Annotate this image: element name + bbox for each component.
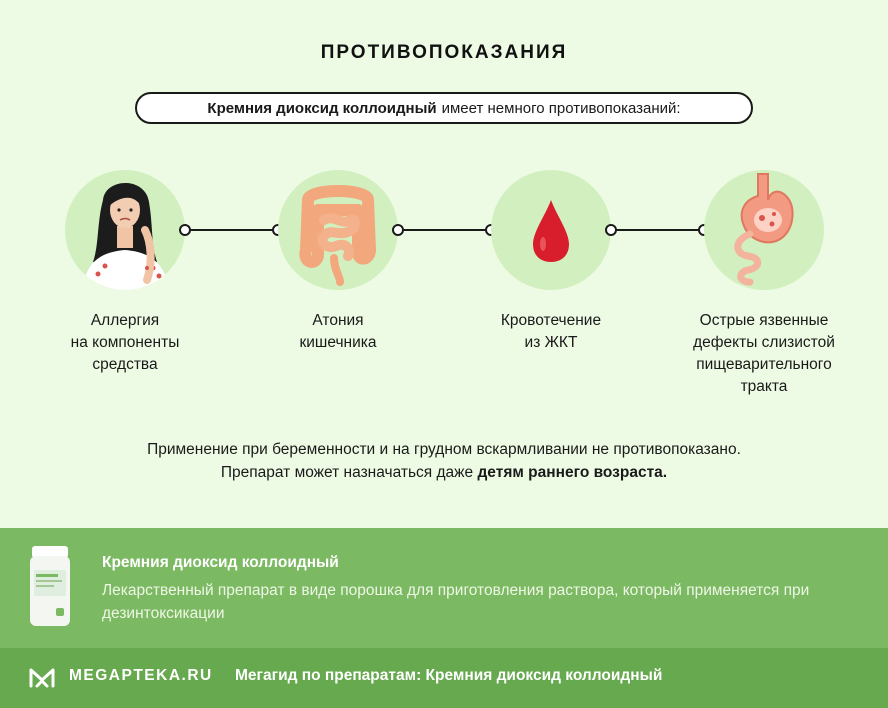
label-allergy: Аллергия на компоненты средства [70,312,180,373]
label-atony: Атония кишечника [299,312,377,351]
intro-pill: Кремния диоксид коллоидный имеет немного… [135,92,753,124]
note-line-1: Применение при беременности и на грудном… [147,441,741,458]
intro-text: имеет немного противопоказаний: [441,99,681,117]
connector-1 [179,223,284,237]
megapteka-logo-text[interactable]: MEGAPTEKA.RU [69,667,213,684]
product-description: Лекарственный препарат в виде порошка дл… [102,582,810,622]
connector-3 [605,223,710,237]
product-name: Кремния диоксид коллоидный [102,554,339,571]
label-bleeding: Кровотечение из ЖКТ [500,312,602,351]
megapteka-logo-icon [29,668,55,688]
allergy-woman-icon [65,170,185,290]
connector-2 [392,223,497,237]
stomach-ulcer-icon [704,170,824,290]
page-title: ПРОТИВОПОКАЗАНИЯ [320,42,568,63]
intestine-icon [278,170,398,290]
blood-drop-icon [491,170,611,290]
contraindications-section: ПРОТИВОПОКАЗАНИЯ Кремния диоксид коллоид… [0,42,888,484]
intro-drug-name: Кремния диоксид коллоидный [207,99,437,117]
footer-guide-link[interactable]: Мегагид по препаратам: Кремния диоксид к… [235,667,663,684]
product-jar-icon [30,546,70,626]
pregnancy-note: Применение при беременности и на грудном… [0,438,888,484]
footer: MEGAPTEKA.RU Мегагид по препаратам: Крем… [0,648,888,708]
note-line-2: Препарат может назначаться даже детям ра… [220,464,668,481]
label-ulcers: Острые язвенные дефекты слизистой пищева… [693,312,835,395]
product-band: Кремния диоксид коллоидный Лекарственный… [0,528,888,648]
